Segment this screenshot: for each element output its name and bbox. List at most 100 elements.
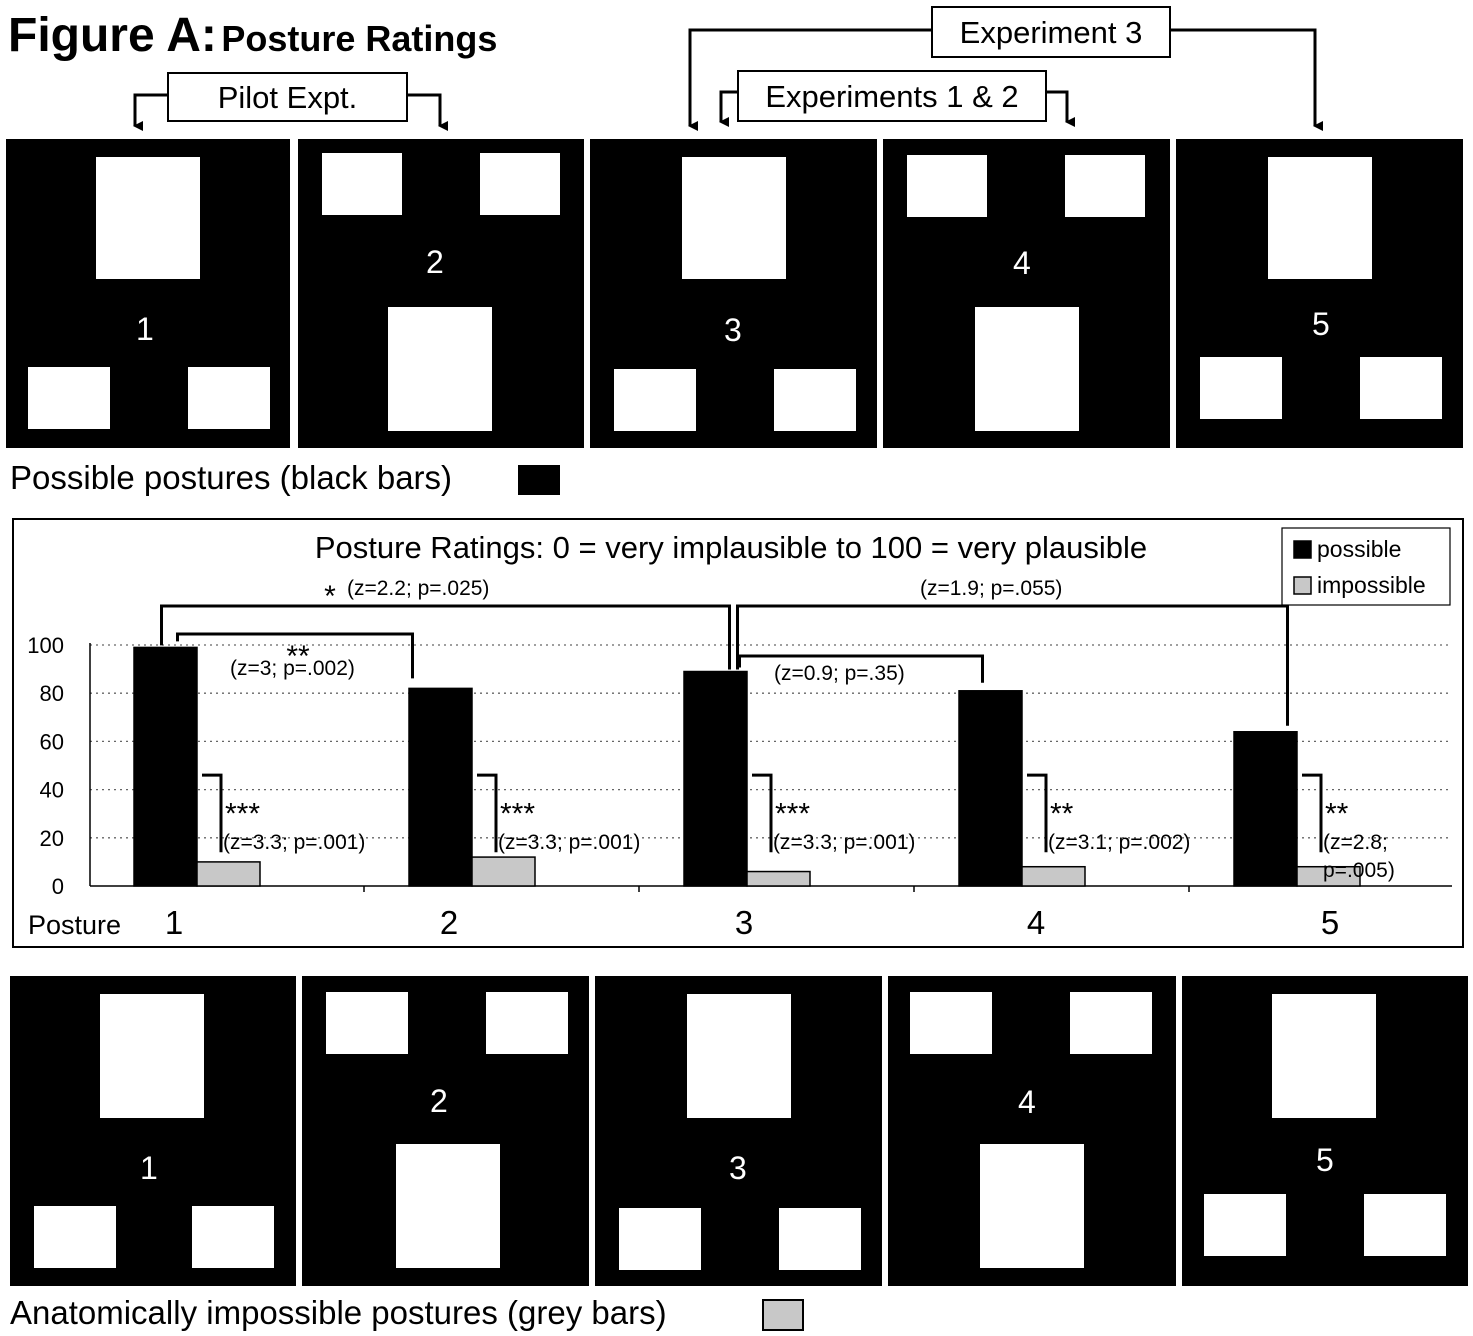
hand-photo	[619, 1208, 701, 1270]
within-bracket-2	[477, 773, 498, 853]
comparison-stat-3-4: (z=0.9; p=.35)	[774, 662, 905, 685]
face-photo	[1272, 994, 1376, 1118]
hand-photo	[486, 992, 568, 1054]
hand-photo	[28, 367, 110, 429]
hand-photo	[1364, 1194, 1446, 1256]
comparison-stat-1-3: (z=2.2; p=.025)	[347, 577, 489, 600]
within-stat-5: (z=2.8;	[1323, 831, 1388, 854]
possible-posture-panel-1: 1	[6, 139, 290, 448]
within-stat-4: (z=3.1; p=.002)	[1048, 831, 1190, 854]
hand-photo	[779, 1208, 861, 1270]
figure-title: Figure A: Posture Ratings	[8, 8, 497, 63]
experiments-1-2-label: Experiments 1 & 2	[737, 70, 1047, 122]
bar-impossible-5	[1296, 865, 1361, 887]
pilot-expt-label: Pilot Expt.	[167, 72, 408, 122]
exp12-bracket-left	[719, 90, 738, 127]
y-tick-label: 20	[40, 826, 64, 851]
comparison-stat-1-2: (z=3; p=.002)	[230, 657, 355, 680]
bar-impossible-3	[746, 870, 811, 887]
hand-photo	[614, 369, 696, 431]
face-photo	[975, 307, 1079, 431]
within-bracket-5	[1302, 773, 1323, 853]
bar-impossible-2	[471, 856, 536, 887]
panel-number: 4	[1018, 1084, 1036, 1120]
within-stat-3: (z=3.3; p=.001)	[773, 831, 915, 854]
x-category-label: 4	[1027, 904, 1045, 941]
comparison-bracket-1-3	[160, 604, 731, 670]
legend-label-possible: possible	[1317, 536, 1401, 562]
pilot-bracket-left	[133, 93, 168, 131]
experiment-bracket-lines	[133, 28, 1323, 131]
significance-stars: ***	[775, 797, 810, 830]
panel-number: 3	[724, 312, 742, 348]
legend-swatch-impossible	[1293, 576, 1312, 595]
bar-possible-3	[683, 670, 748, 887]
hand-photo	[1360, 357, 1442, 419]
y-tick-label: 100	[27, 633, 64, 658]
bar-impossible-4	[1021, 865, 1086, 887]
comparison-bracket-3-4	[738, 654, 984, 683]
possible-posture-panel-2: 2	[298, 139, 584, 448]
within-bracket-3	[752, 773, 773, 853]
hand-photo	[322, 153, 402, 215]
x-category-label: 5	[1321, 904, 1339, 941]
panel-number: 3	[729, 1150, 747, 1186]
face-photo	[980, 1144, 1084, 1268]
hand-photo	[326, 992, 408, 1054]
legend-label-impossible: impossible	[1317, 572, 1426, 598]
face-photo	[682, 157, 786, 279]
y-tick-label: 80	[40, 681, 64, 706]
panel-number: 1	[140, 1150, 158, 1186]
impossible-posture-panel-2: 2	[302, 976, 589, 1286]
possible-posture-panel-5: 5	[1176, 139, 1463, 448]
face-photo	[96, 157, 200, 279]
hand-photo	[34, 1206, 116, 1268]
x-axis-label: Posture	[28, 910, 121, 940]
hand-photo	[188, 367, 270, 429]
comparison-bracket-1-2	[176, 632, 414, 679]
legend-swatch-possible	[1293, 540, 1312, 559]
panel-number: 5	[1312, 306, 1330, 342]
within-bracket-1	[202, 773, 223, 853]
comparison-bracket-3-5	[736, 604, 1289, 726]
impossible-posture-panel-4: 4	[888, 976, 1176, 1286]
significance-stars: ***	[500, 797, 535, 830]
face-photo	[388, 307, 492, 431]
significance-stars: **	[1050, 797, 1074, 830]
impossible-postures-caption: Anatomically impossible postures (grey b…	[10, 1294, 667, 1331]
significance-stars: ***	[225, 797, 260, 830]
impossible-posture-panel-3: 3	[595, 976, 882, 1286]
exp3-bracket-left	[688, 28, 932, 131]
within-bracket-4	[1027, 773, 1048, 853]
impossible-posture-panel-5: 5	[1182, 976, 1468, 1286]
hand-photo	[774, 369, 856, 431]
panel-number: 1	[136, 311, 154, 347]
face-photo	[687, 994, 791, 1118]
hand-photo	[192, 1206, 274, 1268]
comparison-stat-3-5: (z=1.9; p=.055)	[920, 577, 1062, 600]
face-photo	[396, 1144, 500, 1268]
hand-photo	[907, 155, 987, 217]
significance-stars: **	[1325, 797, 1349, 830]
possible-posture-panel-4: 4	[883, 139, 1170, 448]
x-category-label: 2	[440, 904, 458, 941]
face-photo	[1268, 157, 1372, 279]
posture-ratings-chart: Posture Ratings: 0 = very implausible to…	[12, 518, 1464, 948]
hand-photo	[1204, 1194, 1286, 1256]
panel-number: 4	[1013, 245, 1031, 281]
impossible-posture-panel-1: 1	[10, 976, 296, 1286]
bar-possible-2	[408, 687, 473, 887]
hand-photo	[1070, 992, 1152, 1054]
y-tick-label: 40	[40, 778, 64, 803]
figure-title-main: Figure A:	[8, 9, 217, 62]
panel-number: 5	[1316, 1142, 1334, 1178]
possible-posture-panel-3: 3	[590, 139, 877, 448]
y-tick-label: 60	[40, 729, 64, 754]
within-stat-5-b: p=.005)	[1323, 859, 1395, 882]
experiment-3-label: Experiment 3	[931, 6, 1171, 58]
significance-stars: **	[286, 640, 310, 673]
hand-photo	[1200, 357, 1282, 419]
impossible-swatch	[762, 1299, 804, 1331]
within-stat-2: (z=3.3; p=.001)	[498, 831, 640, 854]
hand-photo	[480, 153, 560, 215]
